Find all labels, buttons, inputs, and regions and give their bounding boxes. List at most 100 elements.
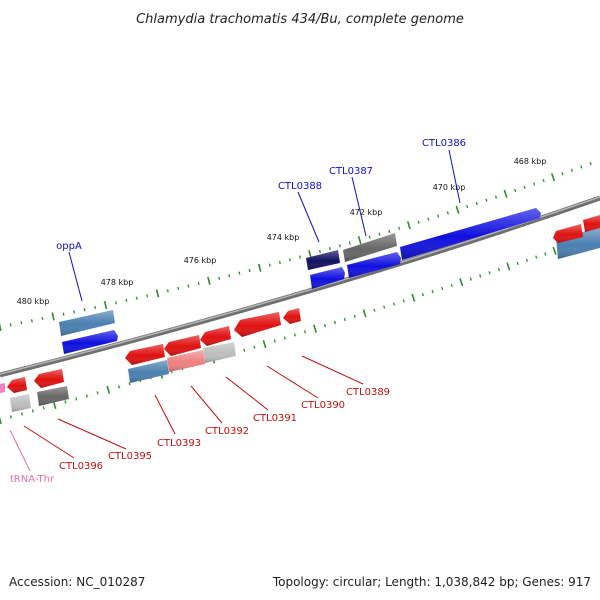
outer-ring-tick	[437, 214, 440, 218]
outer-ring-tick	[278, 260, 281, 265]
label-ctl0390[interactable]: CTL0390	[301, 400, 345, 411]
outer-ring-tick	[248, 268, 251, 273]
outer-ring-tick	[580, 165, 583, 169]
gene-ctl0388-shade	[306, 250, 340, 270]
outer-ring-tick	[406, 221, 411, 230]
inner-ring-tick	[353, 314, 356, 318]
outer-ring-tick	[20, 321, 23, 325]
gene-ctl0396-track2-shade	[10, 394, 31, 412]
outer-ring-tick	[73, 310, 76, 314]
label-ctl0388[interactable]: CTL0388	[278, 181, 322, 192]
outer-ring-tick	[155, 289, 160, 298]
outer-ring-tick	[338, 244, 341, 248]
outer-ring-tick	[228, 274, 231, 278]
inner-ring-tick	[283, 336, 286, 340]
scale-label-470: 470 kbp	[433, 183, 466, 192]
inner-ring-tick	[0, 417, 2, 425]
outer-ring-tick	[125, 298, 128, 303]
reverse-features	[0, 308, 301, 393]
leader-ctl0396	[23, 425, 75, 459]
leader-ctl0386	[448, 149, 461, 204]
gene-ctl0395-track2-shade	[37, 386, 69, 406]
outer-ring-tick	[146, 294, 149, 298]
label-ctl0389[interactable]: CTL0389	[346, 387, 390, 398]
outer-ring-tick	[94, 305, 97, 310]
inner-ring-tick	[441, 286, 444, 291]
label-opp-a[interactable]: oppA	[56, 241, 82, 252]
inner-ring-tick	[402, 299, 405, 303]
outer-ring-tick	[62, 312, 65, 316]
scale-label-474: 474 kbp	[267, 233, 300, 242]
inner-ring-tick	[85, 394, 88, 398]
feature-edge-red-top-shade	[583, 215, 600, 232]
outer-ring-tick	[475, 201, 478, 206]
feature-edge-red-shade	[553, 224, 583, 243]
leader-ctl0389	[301, 355, 364, 385]
label-ctl0387[interactable]: CTL0387	[329, 166, 373, 177]
leader-ctl0392	[190, 385, 223, 424]
inner-ring-tick	[42, 406, 45, 410]
inner-ring-tick	[450, 283, 453, 287]
label-trna-thr[interactable]: tRNA-Thr	[10, 474, 55, 485]
outer-ring-tick	[177, 286, 180, 291]
leader-ctl0395	[57, 418, 127, 450]
outer-ring-tick	[446, 211, 449, 215]
label-ctl0386[interactable]: CTL0386	[422, 138, 466, 149]
inner-ring-tick	[535, 255, 538, 259]
label-ctl0393[interactable]: CTL0393	[157, 438, 201, 449]
outer-ring-tick	[238, 271, 241, 275]
outer-ring-tick	[503, 189, 508, 198]
feature-trna-thr[interactable]	[0, 383, 5, 393]
scale-label-476: 476 kbp	[184, 256, 217, 265]
outer-ring-tick	[135, 296, 138, 300]
outer-ring-tick	[417, 220, 420, 224]
outer-ring-tick	[288, 258, 291, 262]
inner-ring-tick	[75, 397, 78, 401]
inner-ring-tick	[469, 277, 472, 281]
gene-ctl0387-track2-shade	[347, 252, 401, 278]
inner-ring-tick	[117, 385, 121, 389]
reverse-features-track2	[10, 342, 236, 412]
outer-ring-tick	[328, 247, 332, 251]
label-ctl0396[interactable]: CTL0396	[59, 461, 103, 472]
gene-ctl0392-track2-shade	[167, 350, 205, 372]
outer-ring-tick	[166, 289, 169, 293]
inner-ring-tick	[20, 412, 23, 416]
label-ctl0391[interactable]: CTL0391	[253, 413, 297, 424]
outer-ring-tick	[115, 301, 117, 305]
scale-label-478: 478 kbp	[101, 278, 134, 287]
inner-ring-tick	[362, 309, 367, 318]
inner-ring-tick	[273, 339, 276, 343]
scale-label-472: 472 kbp	[350, 208, 383, 217]
gene-ctl0393-shade	[125, 344, 165, 365]
inner-ring-tick	[431, 289, 434, 294]
label-ctl0392[interactable]: CTL0392	[205, 426, 249, 437]
gene-ctl0391-shade	[200, 326, 231, 346]
outer-ring-tick	[218, 276, 221, 280]
scale-label-468: 468 kbp	[514, 157, 547, 166]
leader-opp-a	[68, 251, 83, 302]
inner-ring-tick	[552, 246, 557, 255]
label-ctl0395[interactable]: CTL0395	[108, 451, 152, 462]
outer-tick-ring	[0, 161, 592, 332]
gene-ctl0389-shade	[283, 308, 301, 324]
outer-ring-tick	[550, 173, 556, 182]
genome-backbone-highlight	[0, 196, 600, 375]
gene-ctl0386-shade	[400, 208, 541, 260]
outer-ring-tick	[570, 168, 574, 173]
inner-ring-tick	[313, 324, 317, 333]
gene-opp-a-track2-shade	[62, 330, 118, 354]
inner-ring-tick	[9, 415, 13, 419]
forward-features-track2	[62, 215, 600, 354]
outer-ring-tick	[357, 235, 362, 245]
gene-ctl0390-shade	[234, 312, 281, 337]
outer-ring-tick	[378, 232, 381, 236]
outer-ring-tick	[427, 217, 430, 221]
inner-ring-tick	[544, 252, 547, 256]
outer-ring-tick	[589, 161, 592, 166]
inner-ring-tick	[31, 409, 34, 413]
outer-ring-tick	[187, 284, 190, 288]
inner-ring-tick	[293, 333, 297, 337]
inner-ring-tick	[421, 293, 425, 297]
